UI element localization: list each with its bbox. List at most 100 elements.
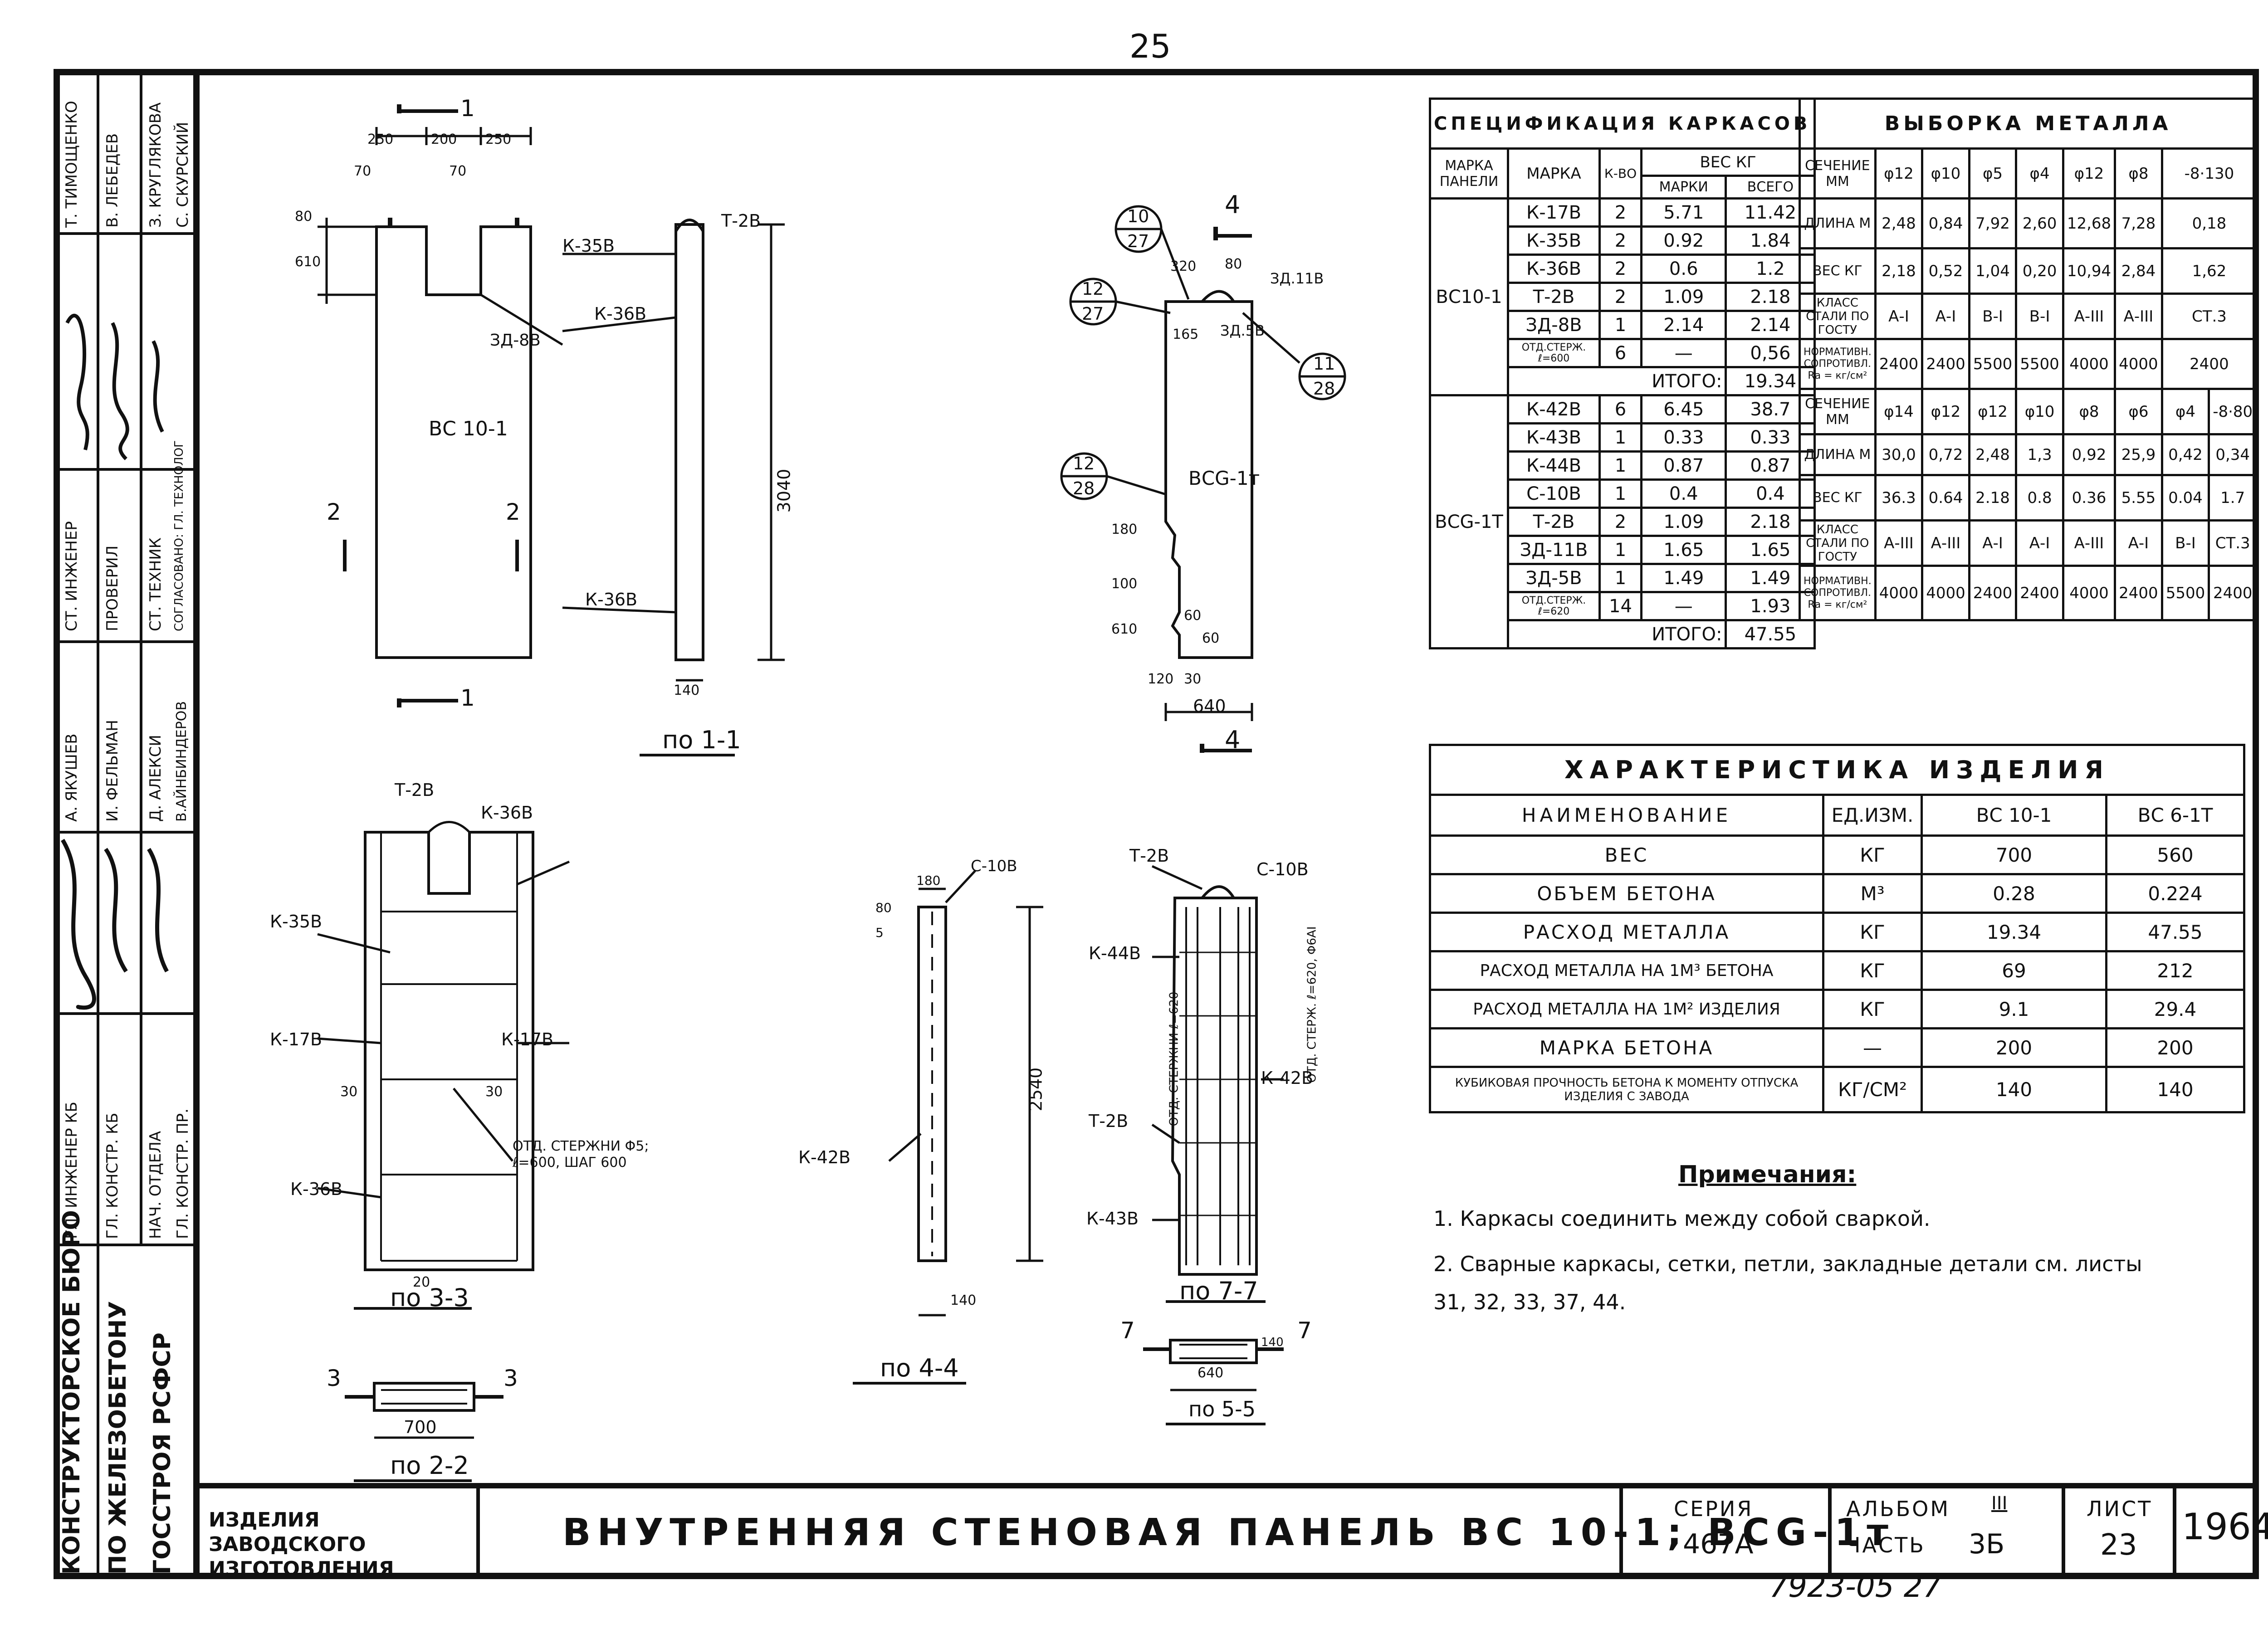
s44-title: по 4-4 xyxy=(880,1354,959,1382)
cell: 2 xyxy=(1598,197,1642,228)
char-title: ХАРАКТЕРИСТИКА ИЗДЕЛИЯ xyxy=(1429,744,2245,796)
cell: 0.8 xyxy=(2015,474,2064,522)
cell: А-I xyxy=(1874,293,1924,340)
cell: 2,60 xyxy=(2015,197,2064,249)
cell: ЗД-11В xyxy=(1507,535,1601,565)
s44-dim-80: 80 xyxy=(875,900,892,915)
spec-panel-2: ВСG-1Т xyxy=(1429,394,1509,649)
panel1-dim-200: 200 xyxy=(431,132,457,147)
spec-col-panel: МАРКА ПАНЕЛИ xyxy=(1429,147,1509,200)
cell: φ5 xyxy=(1968,147,2018,200)
header-cell: ЕД.ИЗМ. xyxy=(1822,794,1923,837)
panel6-dim-640: 640 xyxy=(1193,696,1226,716)
cell: ВЕС xyxy=(1429,834,1824,875)
cell: 0.224 xyxy=(2105,873,2245,914)
table-row: НАИМЕНОВАНИЕ ЕД.ИЗМ. ВС 10-1 ВС 6-1Т xyxy=(1429,794,2245,837)
notes-title: Примечания: xyxy=(1678,1161,1857,1188)
cell: Т-2В xyxy=(1507,507,1601,537)
cell: 7,28 xyxy=(2114,197,2163,249)
cell: 2400 xyxy=(2114,565,2163,621)
cell: 1,3 xyxy=(2015,433,2064,476)
panel1-cut-2-left: 2 xyxy=(327,499,341,525)
cell: 6 xyxy=(1598,394,1642,424)
s22-cut-right: 3 xyxy=(503,1365,518,1391)
cell: 1 xyxy=(1598,310,1642,340)
archive-number: 7923-05 27 xyxy=(1769,1569,1942,1604)
panel1-embed: ЗД-8В xyxy=(490,331,541,350)
characteristics-table: ХАРАКТЕРИСТИКА ИЗДЕЛИЯ НАИМЕНОВАНИЕ ЕД.И… xyxy=(1429,744,2245,1113)
cell: 212 xyxy=(2105,950,2245,991)
panel1-dim-250b: 250 xyxy=(485,132,512,147)
s33-label-k35: К-35В xyxy=(270,912,323,932)
section-4-4 xyxy=(853,870,1043,1385)
cell: 1,62 xyxy=(2160,247,2258,295)
cell: КГ xyxy=(1822,950,1923,991)
cell: 4000 xyxy=(2062,565,2116,621)
cell: 14 xyxy=(1598,591,1642,621)
cell: 36.3 xyxy=(1874,474,1924,522)
cell: В-I xyxy=(2015,293,2064,340)
callout-12a: 12 xyxy=(1082,279,1104,299)
cell: А-III xyxy=(1874,519,1924,567)
callout-27b: 27 xyxy=(1082,304,1104,324)
s44-dim-140: 140 xyxy=(950,1293,977,1308)
cell: 25,9 xyxy=(2114,433,2163,476)
cell: 0,18 xyxy=(2160,197,2258,249)
cell: 560 xyxy=(2105,834,2245,875)
panel6-cut-4-bottom: 4 xyxy=(1225,726,1241,754)
s11-label-k35: К-35В xyxy=(562,236,615,256)
cell: 2 xyxy=(1598,254,1642,284)
s11-label-t2: Т-2В xyxy=(721,211,761,231)
cell: φ10 xyxy=(1921,147,1970,200)
cell: 4000 xyxy=(2114,338,2163,390)
year: 1964 xyxy=(2182,1506,2268,1548)
s33-dim-20: 20 xyxy=(413,1274,430,1290)
cell: 2400 xyxy=(2160,338,2258,390)
total-value: 47.55 xyxy=(1725,619,1816,649)
row-label: ДЛИНА М xyxy=(1799,433,1877,476)
panel6-dim-100: 100 xyxy=(1111,576,1138,592)
cell: МАРКА БЕТОНА xyxy=(1429,1027,1824,1068)
s55-title: по 5-5 xyxy=(1188,1397,1256,1421)
callout-27a: 27 xyxy=(1127,231,1149,251)
part-label: ЧАСТЬ xyxy=(1846,1533,1926,1557)
cell: 2400 xyxy=(2015,565,2064,621)
s33-label-k17a: К-17В xyxy=(270,1029,323,1049)
cell: -8·130 xyxy=(2160,147,2258,200)
spec-panel-1: ВС10-1 xyxy=(1429,197,1509,396)
cell: 0.04 xyxy=(2160,474,2210,522)
cell: РАСХОД МЕТАЛЛА xyxy=(1429,912,1824,952)
row-label: СЕЧЕНИЕ ММ xyxy=(1799,388,1877,435)
cell: А-III xyxy=(2062,519,2116,567)
s33-label-t2: Т-2В xyxy=(395,780,435,800)
metal-title: ВЫБОРКА МЕТАЛЛА xyxy=(1798,98,2258,150)
cell: К-36В xyxy=(1507,254,1601,284)
cell: КГ/СМ² xyxy=(1822,1066,1923,1113)
cell: 0.92 xyxy=(1640,225,1727,256)
cell: 4000 xyxy=(1921,565,1970,621)
cell: 69 xyxy=(1921,950,2107,991)
cell: 30,0 xyxy=(1874,433,1924,476)
cell: 5500 xyxy=(2015,338,2064,390)
s77-label-t2b: Т-2В xyxy=(1089,1111,1129,1131)
cell: 9.1 xyxy=(1921,989,2107,1029)
cell: А-III xyxy=(1921,519,1970,567)
cell: РАСХОД МЕТАЛЛА НА 1М² ИЗДЕЛИЯ xyxy=(1429,989,1824,1029)
spec-col-weight: ВЕС КГ xyxy=(1640,147,1816,177)
panel6-dim-60b: 60 xyxy=(1202,630,1220,646)
s77-label-k44: К-44В xyxy=(1089,943,1141,963)
cell: φ12 xyxy=(1968,388,2018,435)
cell: А-I xyxy=(1968,519,2018,567)
cell: 1 xyxy=(1598,535,1642,565)
row-label: НОРМАТИВН. СОПРОТИВЛ. Rа = кг/см² xyxy=(1799,565,1877,621)
callout-10: 10 xyxy=(1127,206,1149,226)
cell: 5500 xyxy=(2160,565,2210,621)
panel6-dim-120: 120 xyxy=(1148,671,1174,687)
table-row: ИТОГО:47.55 xyxy=(1430,619,1816,649)
